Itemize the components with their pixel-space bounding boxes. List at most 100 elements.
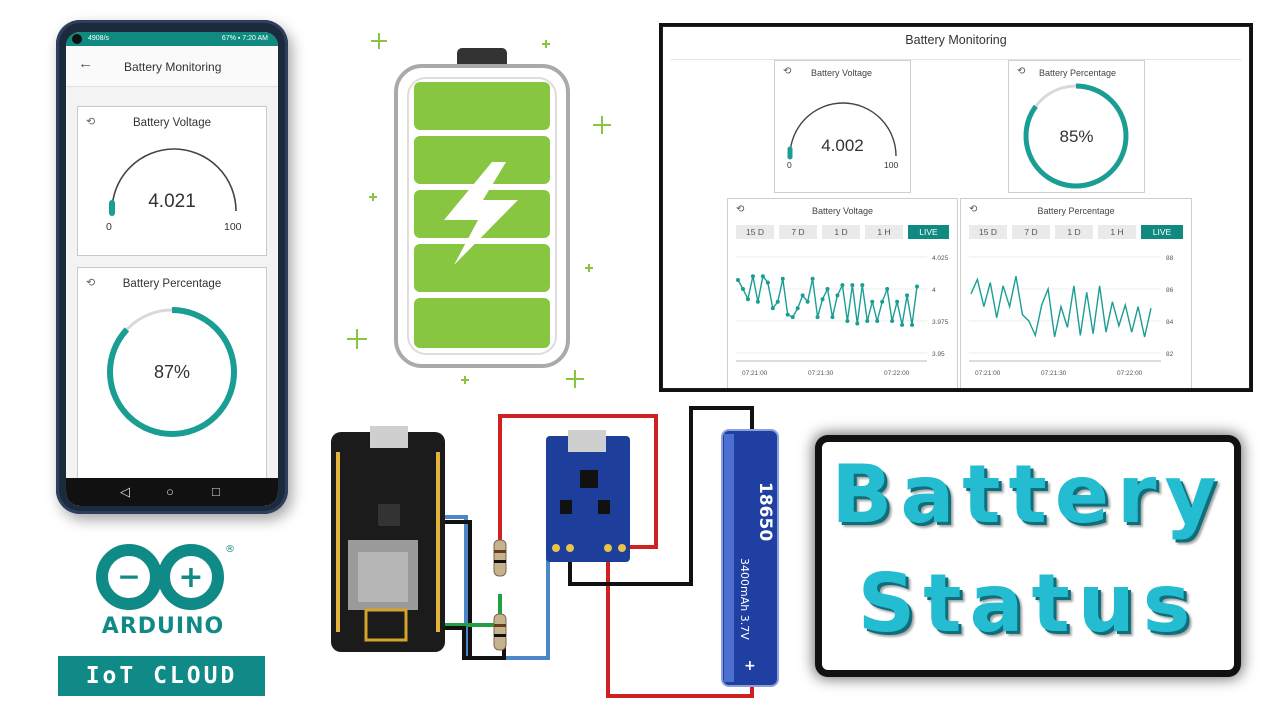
tab-7d[interactable]: 7 D bbox=[1012, 225, 1050, 239]
data-point bbox=[880, 299, 885, 304]
status-bar: 4908/s 67% ▪ 7:20 AM bbox=[66, 32, 278, 46]
plus-icon: + bbox=[178, 560, 203, 595]
time-range-tabs: 15 D 7 D 1 D 1 H LIVE bbox=[969, 225, 1183, 239]
tab-15d[interactable]: 15 D bbox=[969, 225, 1007, 239]
nodemcu-board bbox=[331, 426, 445, 652]
history-icon[interactable]: ⟲ bbox=[86, 277, 96, 289]
data-point bbox=[855, 321, 860, 326]
back-arrow-icon[interactable]: ← bbox=[78, 55, 93, 72]
data-point bbox=[740, 287, 745, 291]
y-tick-label: 84 bbox=[1166, 319, 1174, 326]
y-tick-label: 3.975 bbox=[932, 319, 949, 326]
gauge-min: 0 bbox=[106, 221, 112, 233]
gauge-min: 0 bbox=[787, 160, 792, 170]
dash-percentage-gauge-card[interactable]: ⟲ Battery Percentage 85% bbox=[1008, 60, 1145, 193]
data-point bbox=[760, 274, 765, 279]
dash-voltage-gauge-card[interactable]: ⟲ Battery Voltage 4.002 0 100 bbox=[774, 60, 911, 193]
tab-live[interactable]: LIVE bbox=[908, 225, 949, 239]
status-left: 4908/s bbox=[88, 35, 110, 42]
cell-model: 18650 bbox=[755, 482, 775, 541]
app-bar: ← Battery Monitoring bbox=[66, 46, 278, 87]
phone-voltage-card[interactable]: ⟲ Battery Voltage 4.021 0 100 bbox=[77, 106, 267, 256]
data-point bbox=[745, 297, 750, 302]
iot-dashboard: Battery Monitoring ⟲ Battery Voltage 4.0… bbox=[662, 26, 1250, 389]
back-nav-icon[interactable]: ◁ bbox=[120, 484, 130, 499]
dashboard-title: Battery Monitoring bbox=[905, 33, 1007, 47]
data-point bbox=[825, 287, 830, 291]
dash-voltage-chart-card[interactable]: ⟲ Battery Voltage 15 D 7 D 1 D 1 H LIVE … bbox=[727, 198, 958, 388]
percentage-value: 87% bbox=[153, 362, 191, 382]
y-tick-label: 82 bbox=[1166, 351, 1174, 358]
divider bbox=[671, 59, 1241, 60]
data-point bbox=[736, 278, 740, 283]
gauge-max: 100 bbox=[884, 160, 899, 170]
voltage-gauge bbox=[109, 148, 237, 216]
dash-percentage-chart-card[interactable]: ⟲ Battery Percentage 15 D 7 D 1 D 1 H LI… bbox=[960, 198, 1192, 388]
data-point bbox=[875, 319, 880, 323]
registered-mark: ® bbox=[225, 544, 235, 555]
tab-live[interactable]: LIVE bbox=[1141, 225, 1183, 239]
data-point bbox=[795, 306, 800, 311]
data-point bbox=[755, 299, 760, 304]
y-tick-label: 4.025 bbox=[932, 255, 949, 262]
data-point bbox=[830, 315, 835, 320]
history-icon[interactable]: ⟲ bbox=[969, 204, 978, 215]
tp4056-module bbox=[546, 430, 630, 562]
data-point bbox=[805, 299, 810, 304]
data-point bbox=[895, 299, 900, 304]
data-point bbox=[900, 322, 905, 327]
data-point bbox=[780, 276, 785, 281]
gauge-arc bbox=[111, 148, 237, 212]
cell-plus: + bbox=[744, 658, 756, 674]
phone-percentage-card[interactable]: ⟲ Battery Percentage 87% bbox=[77, 267, 267, 506]
voltage-value: 4.002 bbox=[821, 136, 864, 155]
data-point bbox=[815, 315, 820, 320]
x-tick-label: 07:21:30 bbox=[1041, 370, 1067, 377]
data-point bbox=[770, 306, 775, 311]
history-icon[interactable]: ⟲ bbox=[783, 66, 792, 77]
ring-fill bbox=[1023, 83, 1129, 189]
lightning-bolt-icon bbox=[444, 162, 518, 265]
data-point bbox=[750, 274, 755, 279]
data-point bbox=[800, 293, 805, 298]
data-point bbox=[905, 293, 910, 298]
history-icon[interactable]: ⟲ bbox=[1017, 66, 1026, 77]
wires bbox=[428, 406, 754, 698]
gauge-max: 100 bbox=[224, 221, 242, 233]
home-nav-icon[interactable]: ○ bbox=[166, 484, 174, 499]
data-point bbox=[840, 283, 845, 288]
x-tick-label: 07:21:00 bbox=[975, 370, 1001, 377]
tab-15d[interactable]: 15 D bbox=[736, 225, 774, 239]
card-title: Battery Voltage bbox=[811, 68, 873, 78]
phone-screen: 4908/s 67% ▪ 7:20 AM ← Battery Monitorin… bbox=[66, 32, 278, 506]
tab-7d[interactable]: 7 D bbox=[779, 225, 817, 239]
card-title: Battery Percentage bbox=[122, 278, 222, 290]
history-icon[interactable]: ⟲ bbox=[86, 116, 96, 128]
tab-1d[interactable]: 1 D bbox=[1055, 225, 1093, 239]
data-point bbox=[915, 284, 919, 289]
phone-mockup: 4908/s 67% ▪ 7:20 AM ← Battery Monitorin… bbox=[56, 20, 288, 514]
card-title: Battery Voltage bbox=[811, 206, 874, 216]
recents-nav-icon[interactable]: □ bbox=[212, 484, 220, 499]
data-point bbox=[790, 315, 795, 320]
series-line bbox=[737, 274, 918, 325]
y-tick-label: 4 bbox=[932, 287, 936, 294]
sparkle-decorations bbox=[347, 33, 611, 388]
battery-18650-icon bbox=[721, 429, 779, 687]
percentage-ring bbox=[107, 307, 237, 437]
title-box: Battery Status bbox=[822, 442, 1234, 670]
tab-1h[interactable]: 1 H bbox=[1098, 225, 1136, 239]
history-icon[interactable]: ⟲ bbox=[736, 204, 745, 215]
iot-cloud-banner: IoT CLOUD bbox=[58, 656, 265, 696]
card-title: Battery Voltage bbox=[133, 117, 211, 129]
data-point bbox=[765, 280, 770, 285]
tab-1d[interactable]: 1 D bbox=[822, 225, 860, 239]
tab-1h[interactable]: 1 H bbox=[865, 225, 903, 239]
y-tick-label: 3.95 bbox=[932, 351, 945, 358]
data-point bbox=[890, 319, 895, 323]
data-point bbox=[835, 293, 840, 298]
data-point bbox=[865, 319, 870, 323]
data-point bbox=[785, 312, 790, 317]
arduino-infinity-logo: − + ® bbox=[96, 544, 235, 610]
